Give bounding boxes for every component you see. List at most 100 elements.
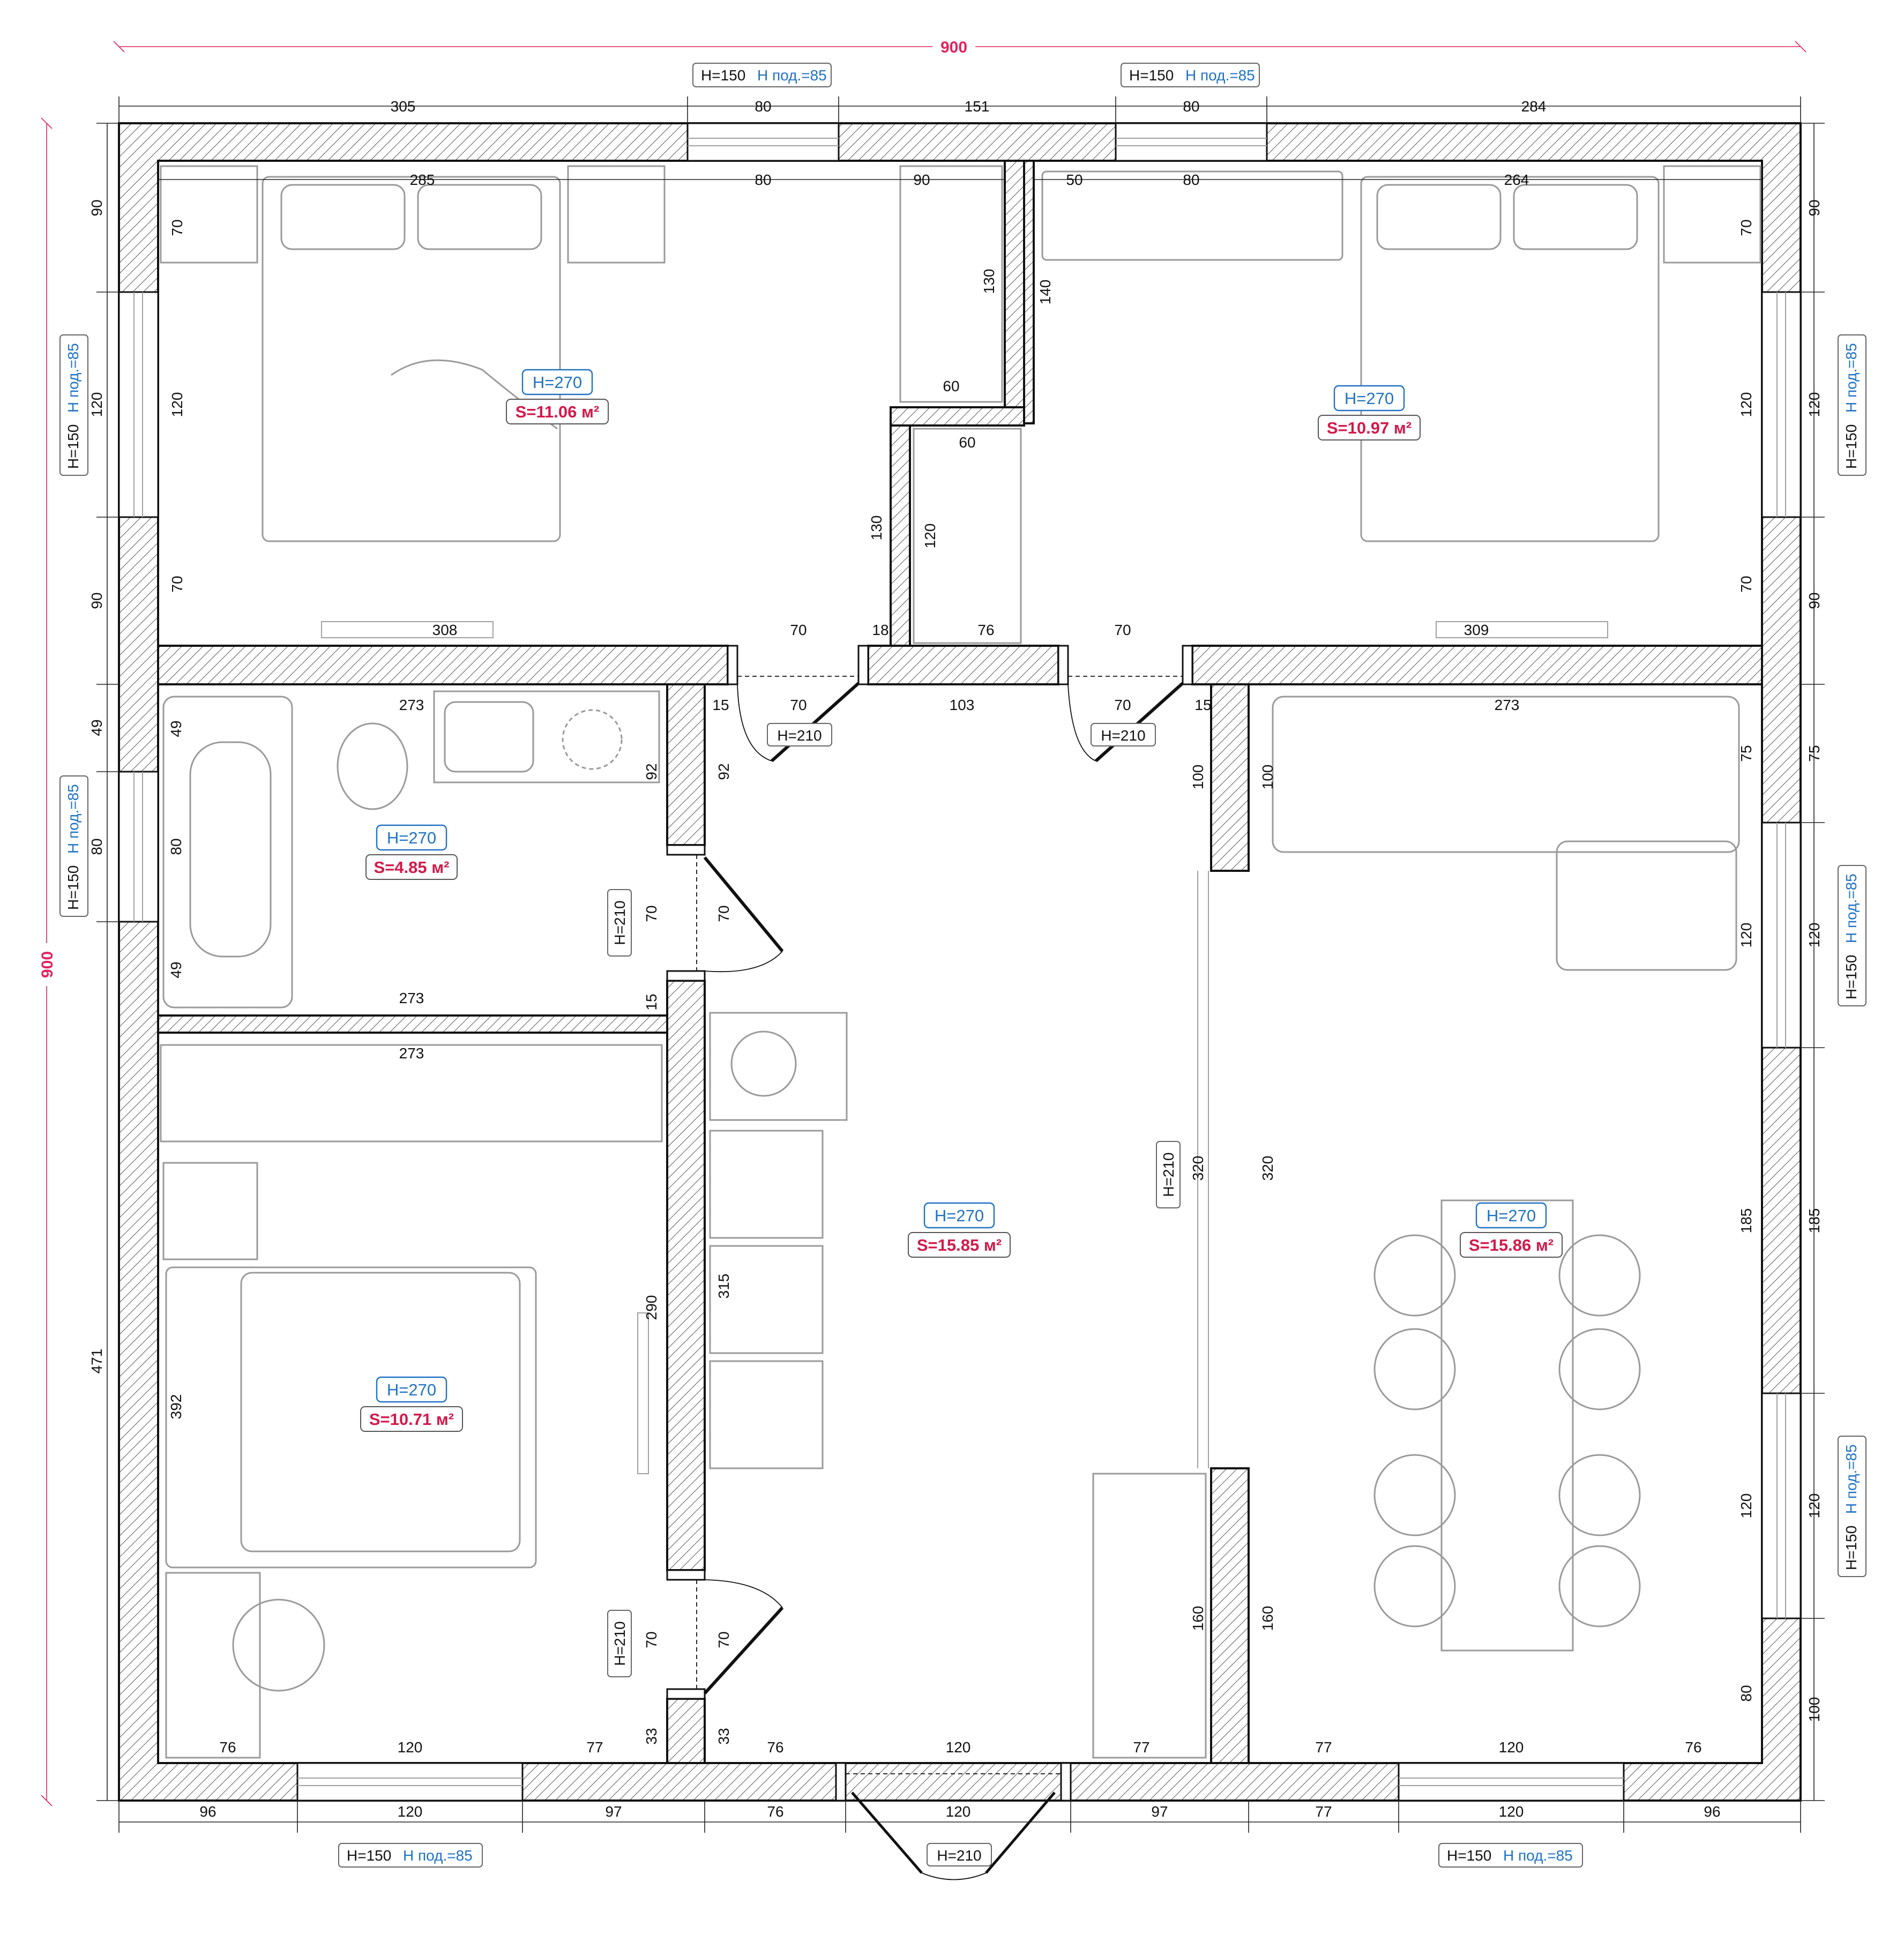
window-right1-h: H=150 bbox=[1843, 424, 1860, 469]
window-right2-h: H=150 bbox=[1843, 955, 1860, 999]
right-dim-7: 120 bbox=[1806, 1494, 1823, 1519]
room-living-area: S=15.86 м² bbox=[1469, 1236, 1554, 1255]
hall-103: 103 bbox=[950, 697, 975, 713]
top-dim-5: 284 bbox=[1521, 98, 1547, 115]
chair-3 bbox=[1373, 1454, 1456, 1536]
hall-15b: 15 bbox=[1194, 697, 1211, 713]
hall-160: 160 bbox=[1190, 1606, 1206, 1631]
living-185: 185 bbox=[1738, 1208, 1754, 1234]
bottom-dim-4: 76 bbox=[767, 1803, 783, 1820]
exterior-walls bbox=[118, 122, 1802, 1802]
closet2-140: 140 bbox=[1037, 280, 1054, 305]
bath-top-dim: 273 bbox=[399, 697, 424, 713]
doors bbox=[666, 645, 1193, 1880]
b1-left-70b: 70 bbox=[169, 576, 185, 592]
living-top-dim: 273 bbox=[1495, 697, 1520, 713]
room-hall-area: S=15.85 м² bbox=[917, 1236, 1002, 1255]
room-labels: H=270 S=11.06 м² H=270 S=10.97 м² H=270 … bbox=[360, 369, 1563, 1432]
b2-bottom-dim: 309 bbox=[1464, 622, 1489, 638]
chair-2 bbox=[1373, 1328, 1456, 1410]
chair-4 bbox=[1373, 1545, 1456, 1627]
bathtub bbox=[162, 696, 293, 1009]
snowflake-icon bbox=[730, 1031, 797, 1097]
chair-8 bbox=[1558, 1545, 1641, 1627]
interior-walls bbox=[157, 160, 1763, 1764]
b3-70: 70 bbox=[643, 1631, 660, 1648]
bottom-dim-7: 77 bbox=[1315, 1803, 1332, 1820]
closet2-120: 120 bbox=[922, 524, 938, 549]
room-bathroom-height: H=270 bbox=[387, 828, 436, 847]
dining-table bbox=[1440, 1199, 1574, 1652]
window-bottom2-h: H=150 bbox=[1447, 1847, 1491, 1864]
window-right2-sill: H под.=85 bbox=[1843, 873, 1860, 943]
living-100: 100 bbox=[1259, 765, 1276, 790]
right-dim-8: 100 bbox=[1806, 1697, 1823, 1722]
left-dim-5: 80 bbox=[88, 838, 105, 855]
b1-win-dim: 80 bbox=[755, 171, 771, 188]
bed-2 bbox=[1360, 176, 1660, 542]
left-dim-1: 90 bbox=[88, 199, 105, 216]
bottom-dim-3: 97 bbox=[605, 1803, 622, 1820]
living-120a: 120 bbox=[1738, 923, 1754, 948]
bottom-dim-1: 96 bbox=[199, 1803, 216, 1820]
hall-70a: 70 bbox=[790, 697, 807, 713]
room-bedroom-2-area: S=10.97 м² bbox=[1327, 419, 1412, 437]
hall-wardrobe bbox=[1092, 1473, 1207, 1759]
closet2-bottom-dim: 76 bbox=[977, 622, 994, 638]
window-labels: H=150 H под.=85 H=150 H под.=85 H=150 H … bbox=[59, 63, 1866, 1868]
left-dim-4: 49 bbox=[88, 719, 105, 736]
sofa bbox=[1272, 696, 1740, 853]
b2-right-120: 120 bbox=[1738, 392, 1754, 417]
dresser bbox=[162, 1162, 258, 1260]
nightstand-2 bbox=[567, 165, 666, 264]
overall-width-label: 900 bbox=[940, 39, 967, 56]
b2-door-dim: 70 bbox=[1114, 622, 1131, 638]
b2-top-dim: 264 bbox=[1504, 171, 1529, 188]
bath-49a: 49 bbox=[168, 720, 184, 737]
bottom-dim-5: 120 bbox=[946, 1803, 971, 1820]
living-bottom-76: 76 bbox=[1685, 1739, 1701, 1756]
overall-width-dimension: 900 bbox=[113, 38, 1806, 57]
b3-bottom-77: 77 bbox=[586, 1739, 603, 1756]
room-living-height: H=270 bbox=[1487, 1206, 1536, 1225]
bed-1 bbox=[262, 176, 561, 542]
living-bottom-77: 77 bbox=[1315, 1739, 1332, 1756]
hall-bottom-77: 77 bbox=[1133, 1739, 1149, 1756]
b3-bottom-120: 120 bbox=[398, 1739, 423, 1756]
bed-3 bbox=[165, 1266, 537, 1569]
chair-1 bbox=[1373, 1234, 1456, 1317]
top-dim-3: 151 bbox=[965, 98, 990, 115]
window-top1-h: H=150 bbox=[701, 67, 745, 84]
right-dim-4: 75 bbox=[1806, 745, 1823, 761]
b2-right-70b: 70 bbox=[1738, 576, 1754, 592]
window-top1-sill: H под.=85 bbox=[757, 67, 827, 84]
sink bbox=[444, 701, 534, 773]
overall-height-dimension: 900 bbox=[38, 117, 57, 1806]
bottom-dim-8: 120 bbox=[1499, 1803, 1524, 1820]
room-bedroom-2-height: H=270 bbox=[1345, 389, 1394, 408]
hall-100: 100 bbox=[1190, 765, 1206, 790]
b3-top-dim: 273 bbox=[399, 1045, 424, 1062]
closet1-130: 130 bbox=[981, 269, 997, 294]
nightstand-1 bbox=[160, 165, 258, 264]
bottom-dim-9: 96 bbox=[1704, 1803, 1720, 1820]
bath-80: 80 bbox=[168, 838, 184, 855]
left-dim-2: 120 bbox=[88, 392, 105, 417]
right-dim-1: 90 bbox=[1806, 199, 1823, 216]
door-label-living: H=210 bbox=[1160, 1152, 1177, 1197]
closet-1 bbox=[899, 165, 1003, 403]
hall-bottom-120: 120 bbox=[946, 1739, 971, 1756]
living-bottom-120: 120 bbox=[1499, 1739, 1524, 1756]
toilet bbox=[337, 722, 408, 810]
living-75: 75 bbox=[1738, 745, 1754, 761]
desk-bedroom-3 bbox=[165, 1572, 261, 1759]
door-labels: H=210 H=210 H=210 H=210 H=210 H=210 bbox=[607, 723, 1181, 1866]
hall-92: 92 bbox=[715, 763, 732, 780]
inner-dimensions: 285 80 90 50 80 264 70 120 70 70 120 70 … bbox=[158, 171, 1762, 1756]
b3-33: 33 bbox=[643, 1728, 660, 1744]
hall-70c: 70 bbox=[715, 905, 732, 922]
hall-15a: 15 bbox=[712, 697, 729, 713]
right-dim-2: 120 bbox=[1806, 392, 1823, 417]
